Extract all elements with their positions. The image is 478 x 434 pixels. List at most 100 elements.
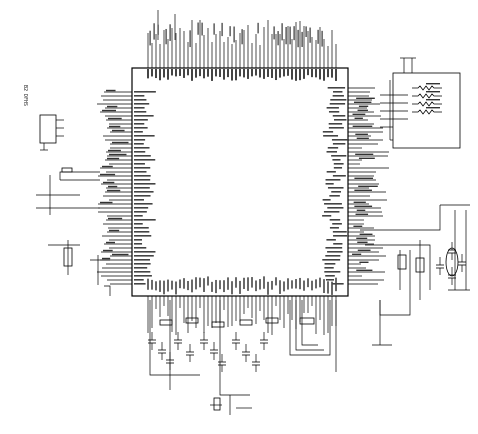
ic-top-pin-label	[295, 69, 297, 81]
module-resistor-label	[426, 107, 440, 109]
left-net-label	[112, 129, 125, 132]
ic-bottom-pin-label	[291, 280, 293, 289]
ic-bottom-pin-label	[235, 277, 237, 288]
ic-top-pin-label	[311, 69, 313, 78]
left-net-label	[103, 249, 113, 252]
ic-left-pin-label	[134, 183, 156, 185]
top-net-label	[221, 22, 223, 37]
ic-bottom-pin-label	[255, 280, 257, 292]
ic-right-pin-label	[325, 179, 341, 181]
ic-bottom-pin-label	[239, 280, 241, 294]
ic-right-pin-label	[322, 199, 331, 201]
right-net-label	[358, 185, 378, 187]
ic-right-pin-label	[329, 103, 346, 105]
ic-bottom-pin-label	[187, 280, 189, 291]
ic-right-pin-label	[333, 163, 344, 165]
ic-left-pin-label	[134, 239, 143, 241]
ic-left-pin-label	[134, 255, 154, 257]
ic-top-pin-label	[175, 69, 177, 77]
left-net-label	[108, 117, 122, 120]
ic-left-pin-label	[134, 207, 149, 209]
ic-top-pin-label	[287, 69, 289, 76]
ic-bottom-pin-label	[303, 280, 305, 291]
right-net-label	[357, 109, 368, 111]
ic-bottom-pin-label	[251, 277, 253, 288]
ic-left-pin-label	[134, 247, 147, 249]
right-net-label	[359, 233, 373, 235]
ic-top-pin-label	[243, 69, 245, 78]
top-net-label	[293, 26, 295, 41]
ic-bottom-pin-label	[147, 278, 149, 290]
ic-left-pin-label	[134, 159, 156, 161]
left-connector-box	[39, 114, 57, 144]
ic-left-pin-label	[134, 195, 151, 197]
ic-right-pin-label	[325, 247, 343, 249]
ic-left-pin-label	[134, 267, 148, 269]
right-net-label	[356, 97, 375, 99]
ic-left-pin-label	[134, 123, 145, 125]
right-module-box	[392, 72, 461, 149]
ic-left-pin-label	[134, 251, 156, 253]
left-resistor	[61, 167, 73, 173]
ic-right-pin-label	[325, 183, 334, 185]
ic-right-pin-label	[326, 171, 336, 173]
ic-left-pin-label	[134, 231, 150, 233]
ic-bottom-pin-label	[163, 280, 165, 295]
ic-right-pin-label	[325, 255, 341, 257]
ic-left-pin-label	[134, 163, 145, 165]
bottom-resistor	[239, 319, 253, 326]
ic-left-pin-label	[134, 167, 151, 169]
ic-bottom-pin-label	[155, 281, 157, 291]
ic-left-pin-label	[134, 259, 150, 261]
ic-bottom-pin-label	[243, 277, 245, 289]
ic-bottom-pin-label	[179, 279, 181, 289]
ic-left-pin-label	[134, 235, 152, 237]
ic-right-pin-label	[329, 227, 339, 229]
ic-left-pin-label	[134, 199, 144, 201]
module-resistor	[412, 109, 442, 115]
ic-left-pin-label	[134, 275, 152, 277]
ic-bottom-pin-label	[271, 280, 273, 290]
ic-left-pin-label	[134, 151, 146, 153]
ic-bottom-pin-label	[307, 278, 309, 288]
ic-bottom-pin-label	[231, 281, 233, 295]
ic-bottom-pin-label	[159, 280, 161, 292]
top-net-label	[285, 26, 287, 45]
ic-bottom-pin-label	[323, 279, 325, 294]
right-resistor	[397, 254, 407, 270]
ic-top-pin-label	[219, 69, 221, 77]
right-net-label	[355, 133, 368, 135]
right-net-wire	[365, 244, 431, 290]
ic-left-pin-label	[134, 91, 156, 93]
left-net-label	[108, 149, 121, 152]
right-net-label	[357, 249, 371, 251]
ic-right-pin-label	[327, 87, 346, 89]
ic-left-pin-label	[134, 271, 151, 273]
ic-top-pin-label	[323, 69, 325, 81]
ic-right-pin-label	[325, 279, 334, 281]
ic-bottom-pin-label	[183, 278, 185, 289]
ic-bottom-pin-label	[211, 281, 213, 292]
right-net-label	[352, 113, 366, 115]
top-net-label	[257, 22, 259, 34]
ic-top-pin-label	[247, 69, 249, 79]
left-net-wire	[59, 171, 100, 180]
ic-top-pin-label	[199, 69, 201, 77]
ic-bottom-pin-label	[299, 277, 301, 290]
top-net-label	[273, 26, 275, 40]
bottom-right-wire	[289, 300, 331, 356]
left-net-label	[109, 125, 121, 128]
left-net-label	[107, 189, 121, 192]
ic-top-pin-label	[231, 69, 233, 81]
ic-left-pin-label	[134, 227, 149, 229]
ic-top-pin-label	[223, 69, 225, 80]
module-resistor	[412, 85, 442, 91]
ic-right-pin-label	[333, 119, 347, 121]
top-net-label	[201, 22, 203, 36]
right-net-label	[354, 177, 374, 179]
ic-bottom-pin-label	[219, 280, 221, 290]
ic-left-pin-label	[134, 211, 147, 213]
ic-left-pin-label	[134, 103, 150, 105]
bottom-net-wire	[149, 300, 200, 376]
